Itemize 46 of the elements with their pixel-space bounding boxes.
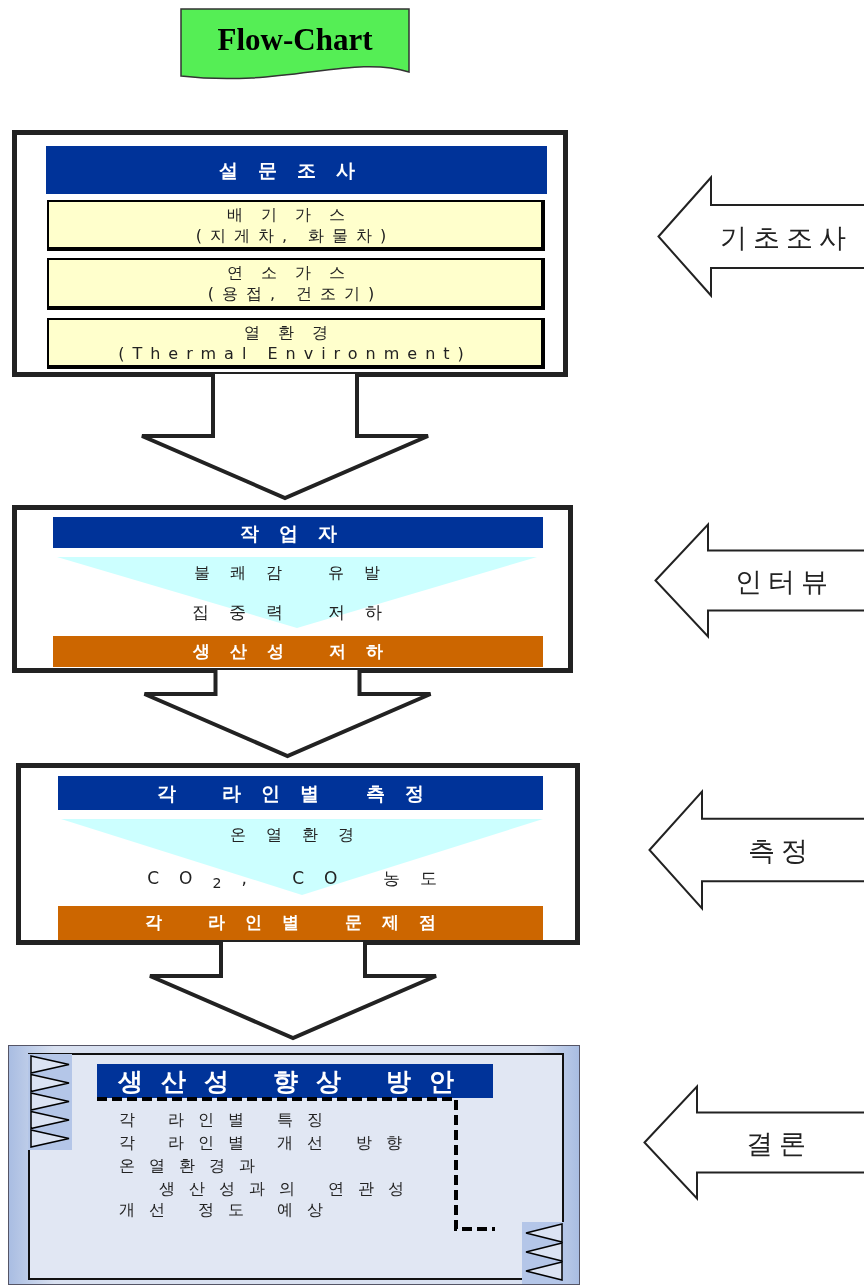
- step-text: 결론: [744, 1126, 813, 1161]
- conclusion-item: 각 라인별 특징: [119, 1110, 338, 1131]
- item-box: [47, 200, 545, 251]
- chart-title: Flow-Chart: [216, 22, 374, 58]
- step-text: CO$_{2}$, CO 농도: [146, 867, 458, 892]
- step-text: 생산성 향상 방안: [116, 1066, 474, 1098]
- step-text: 집중력 저하: [190, 601, 404, 624]
- header-bar: [58, 776, 543, 810]
- step-text: 기초조사: [718, 220, 853, 255]
- funnel-triangle: [57, 557, 537, 628]
- step-text: 온열환경: [229, 825, 375, 846]
- step-text: 연소가스: [226, 263, 364, 284]
- conclusion-item: 각 라인별 개선 방향: [119, 1132, 417, 1154]
- left-block-arrow: [643, 1085, 864, 1200]
- item-box: [47, 258, 545, 310]
- step-text: 생산성 저하: [191, 639, 405, 663]
- result-bar: [58, 906, 543, 940]
- left-block-arrow: [657, 176, 864, 297]
- conclusion-panel: [8, 1045, 580, 1285]
- header-bar: [53, 517, 543, 548]
- step-panel: [12, 505, 573, 673]
- conclusion-item: 온열환경과 생산성과의 연관성: [119, 1155, 420, 1200]
- block-arrow: [142, 668, 433, 759]
- step-text: (용접, 건조기): [206, 284, 384, 305]
- left-block-arrow: [654, 523, 864, 638]
- left-block-arrow: [648, 790, 864, 910]
- item-box: [47, 318, 545, 369]
- step-text: 작업자: [238, 520, 358, 546]
- block-arrow: [140, 372, 430, 501]
- step-text: 각 라인별 측정: [155, 781, 446, 806]
- step-panel: [16, 763, 580, 945]
- step-text: 열환경: [243, 323, 347, 344]
- step-text: 각 라인별 문제점: [144, 911, 457, 934]
- result-bar: [53, 636, 543, 667]
- step-panel: [12, 130, 568, 377]
- step-text: 배기가스: [226, 205, 364, 226]
- step-text: 불쾌감 유발: [193, 563, 401, 584]
- header-bar: [46, 146, 547, 194]
- step-text: (Thermal Environment): [117, 344, 473, 363]
- funnel-triangle: [61, 819, 543, 895]
- block-arrow: [148, 940, 438, 1041]
- step-text: (지게차, 화물차): [194, 226, 396, 247]
- step-text: 설문조사: [217, 158, 376, 183]
- conclusion-item: 개선 정도 예상: [119, 1200, 338, 1222]
- step-text: 인터뷰: [733, 564, 835, 599]
- step-text: 측정: [747, 834, 815, 868]
